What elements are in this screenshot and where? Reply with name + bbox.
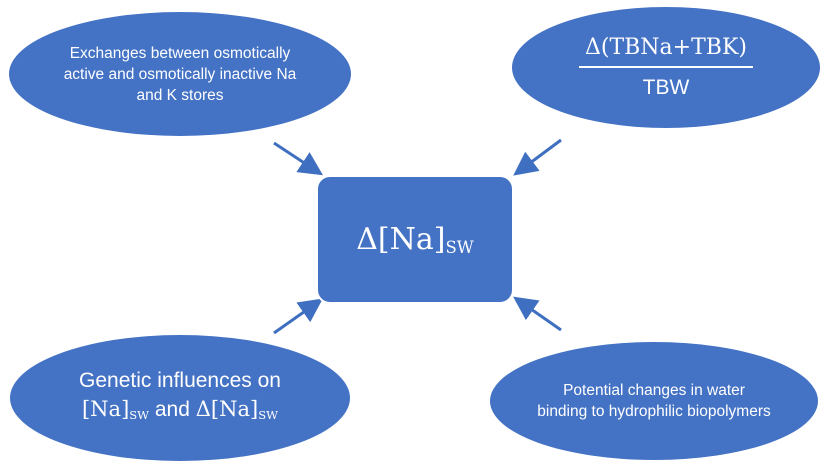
arrow-bottom-right xyxy=(513,296,562,332)
ellipse-bottom-right-text: Potential changes in water binding to hy… xyxy=(537,382,771,420)
center-label: Δ[Na]SW xyxy=(356,222,473,257)
fraction: Δ(TBNa+TBK) TBW xyxy=(579,35,753,100)
conjunction-and: and xyxy=(149,398,196,422)
ellipse-bottom-left: Genetic influences on [Na]SW and Δ[Na]SW xyxy=(8,333,352,463)
term-na-sw: [Na] xyxy=(81,397,130,422)
center-delta: Δ xyxy=(356,221,378,257)
arrow-bottom-left xyxy=(273,298,323,335)
term-na-sw-subscript: SW xyxy=(129,407,150,422)
ellipse-bottom-right: Potential changes in water binding to hy… xyxy=(488,340,820,462)
fraction-numerator: Δ(TBNa+TBK) xyxy=(579,35,753,68)
ellipse-bottom-left-line1: Genetic influences on xyxy=(79,369,281,393)
center-box: Δ[Na]SW xyxy=(316,175,514,304)
center-subscript: SW xyxy=(445,238,474,258)
ellipse-top-left: Exchanges between osmotically active and… xyxy=(7,10,353,138)
center-bracket-label: [Na] xyxy=(377,221,446,257)
ellipse-bottom-left-line2: [Na]SW and Δ[Na]SW xyxy=(82,395,278,430)
fraction-denominator: TBW xyxy=(642,76,690,99)
ellipse-top-right: Δ(TBNa+TBK) TBW xyxy=(510,5,822,130)
arrow-top-right xyxy=(513,138,562,176)
ellipse-top-left-text: Exchanges between osmotically active and… xyxy=(63,44,297,104)
term-delta-na-sw: Δ[Na] xyxy=(195,397,259,422)
term-delta-na-sw-subscript: SW xyxy=(258,407,278,422)
arrow-top-left xyxy=(273,141,324,176)
